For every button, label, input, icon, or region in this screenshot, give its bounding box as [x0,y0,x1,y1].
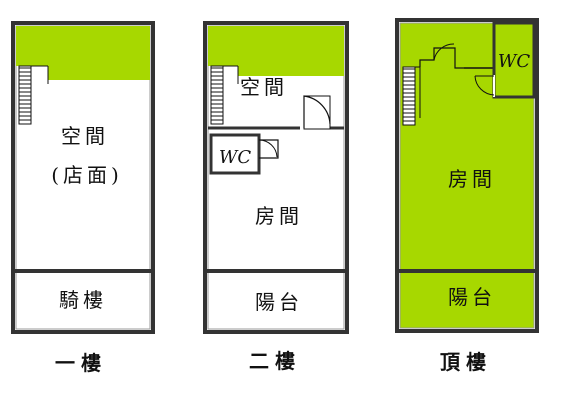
floor-3-wc-room [474,21,536,99]
floor-3-inner-wall [399,22,535,329]
floor-3-stair-icon [402,66,421,126]
floor-1-plan: 空間 (店面) 騎樓 一樓 [11,21,155,375]
floor-3-title: 頂樓 [440,350,492,374]
floor-3-wc-label: WC [498,51,531,72]
floor-1-void-area [16,26,150,80]
floor-3-room-label: 房間 [448,167,496,191]
floor-2-room-label: 房間 [255,204,303,228]
floor-2-plan: WC 空間 房間 陽台 二樓 [203,21,349,373]
floor-2-wc-label: WC [219,147,252,168]
floor-1-shop-label: (店面) [51,163,123,187]
floor-2-wc-room [209,133,279,175]
floor-2-door-icon [303,95,331,130]
floor-1-space-label: 空間 [61,124,109,148]
floor-2-balcony-label: 陽台 [255,290,303,314]
floor-1-arcade-label: 騎樓 [59,288,107,312]
floor-2-void-area [208,26,344,76]
floor-1-title: 一樓 [55,351,107,375]
floor-3-balcony-label: 陽台 [448,285,496,309]
floor-2-stair-icon [210,65,239,125]
floor-2-space-label: 空間 [240,75,288,99]
floor-3-door-icon [419,43,494,69]
floor-2-title: 二樓 [249,349,301,373]
floor-3-plan: WC 房間 陽台 頂樓 [395,18,539,374]
floor-1-stair-icon [18,65,49,125]
